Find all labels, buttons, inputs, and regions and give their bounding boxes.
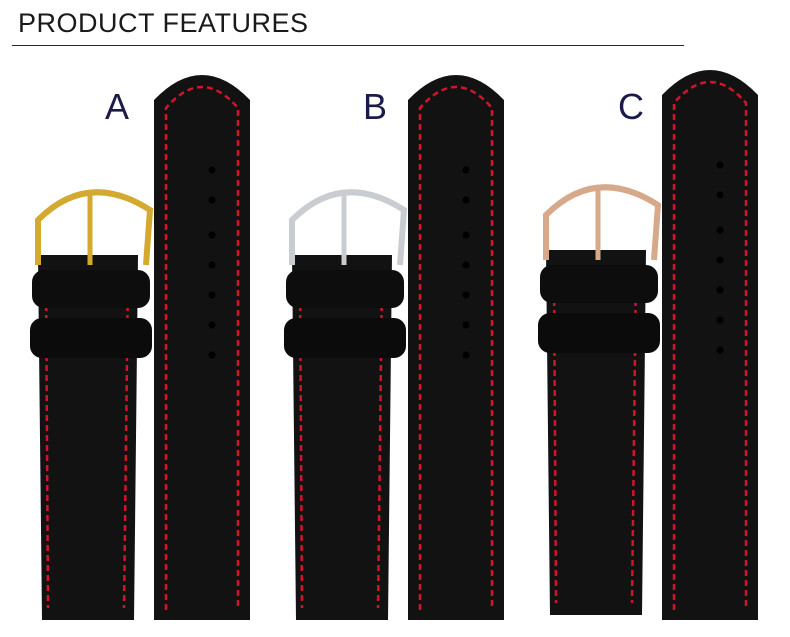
- buckle-strap-a: [30, 255, 152, 620]
- long-strap-c: [662, 70, 758, 620]
- header-divider: [12, 45, 684, 46]
- buckle-strap-c: [538, 250, 660, 615]
- rose-gold-buckle-icon: [543, 184, 662, 261]
- long-strap-a: [154, 75, 250, 620]
- long-strap-b: [408, 75, 504, 620]
- gold-buckle-icon: [35, 189, 154, 266]
- variant-label-c: C: [618, 86, 644, 127]
- buckle-strap-b: [284, 255, 406, 620]
- strap-group-c: [538, 70, 758, 620]
- silver-buckle-icon: [289, 189, 408, 266]
- strap-group-a: [30, 75, 250, 620]
- page-title: PRODUCT FEATURES: [18, 8, 309, 38]
- strap-group-b: [284, 75, 504, 620]
- variant-label-a: A: [105, 86, 130, 127]
- variant-label-b: B: [363, 86, 388, 127]
